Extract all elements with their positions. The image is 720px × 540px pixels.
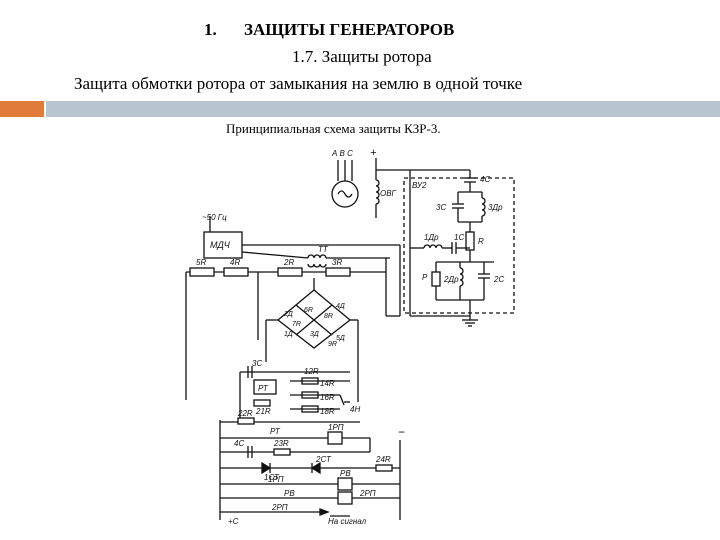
vu2-box (403, 177, 515, 314)
bridge-label-6r: 6R (304, 307, 313, 314)
r21-label: 21R (255, 407, 271, 416)
dr2-label: 2Др (443, 275, 459, 284)
dr1-label: 1Др (424, 233, 439, 242)
rp2-label: 2РП (359, 489, 376, 498)
heading-number: 1. (204, 20, 217, 39)
r23-label: 23R (273, 439, 289, 448)
r24-label: 24R (375, 455, 391, 464)
signal-label: На сигнал (328, 517, 367, 526)
rp1-label: 1РП (268, 475, 284, 484)
plus-top: + (370, 147, 377, 159)
figure-caption: Принципиальная схема защиты КЗР-3. (226, 121, 441, 136)
st1-label: 1СТ (264, 473, 280, 482)
r18-label: 18R (320, 407, 335, 416)
bridge-label-1d: 1Д (284, 331, 293, 338)
vu2-label: ВУ2 (412, 181, 427, 190)
bridge-label-8r: 8R (324, 313, 333, 320)
r22-label: 22R (237, 409, 253, 418)
tt-label: ТТ (318, 245, 329, 254)
rv2-label: РВ (340, 469, 351, 478)
schematic-svg: А В С + ОВГ ВУ2 4С 3С 3Др R 1Др 1С Р 2Др… (185, 147, 515, 526)
dr3-label: 3Др (488, 203, 503, 212)
r5-label: 5R (196, 258, 206, 267)
plus-c-label: +С (228, 517, 239, 526)
c1-label: 1С (454, 233, 464, 242)
bridge-label-9r: 9R (328, 341, 337, 348)
bridge-label-2d: 2Д (283, 311, 293, 318)
schematic-diagram: А В С + ОВГ ВУ2 4С 3С 3Др R 1Др 1С Р 2Др… (180, 140, 520, 535)
r16-label: 16R (320, 393, 335, 402)
accent-bar (0, 101, 44, 117)
c3-label: 3С (436, 203, 446, 212)
c3b-label: 3С (252, 359, 262, 368)
ovg-label: ОВГ (380, 189, 397, 198)
r-label: R (478, 237, 484, 246)
c4b-label: 4С (234, 439, 244, 448)
header-band (46, 101, 720, 117)
minus-label: − (398, 425, 405, 439)
bridge-label-5d: 5Д (336, 335, 345, 342)
r2-label: 2R (283, 258, 294, 267)
tt-transformer (307, 254, 327, 259)
bridge-label-7r: 7R (292, 321, 301, 328)
r14-label: 14R (320, 379, 335, 388)
heading-text: ЗАЩИТЫ ГЕНЕРАТОРОВ (244, 20, 455, 39)
h4-label: 4Н (350, 405, 360, 414)
phases-label: А В С (331, 149, 353, 158)
st2-label: 2СТ (315, 455, 332, 464)
rv-label: РВ (284, 489, 295, 498)
slide-heading: 1. ЗАЩИТЫ ГЕНЕРАТОРОВ (204, 20, 454, 40)
bridge-label-3d: 3Д (310, 331, 319, 338)
rt-label: РТ (258, 384, 269, 393)
bridge-label-4d: 4Д (336, 303, 345, 310)
slide-subheading: 1.7. Защиты ротора (292, 47, 432, 66)
diode-bridge (276, 289, 352, 349)
rp1-coil-label: 1РП (328, 423, 344, 432)
ovg-winding (375, 179, 380, 205)
mdch-label: МДЧ (210, 240, 231, 250)
slide-topic: Защита обмотки ротора от замыкания на зе… (74, 74, 523, 93)
c2-label: 2С (493, 275, 504, 284)
r4-label: 4R (230, 258, 240, 267)
p-label: Р (422, 273, 428, 282)
c4-label: 4С (480, 175, 490, 184)
freq-label: ~50 Гц (202, 213, 227, 222)
rp2b-label: 2РП (271, 503, 288, 512)
rt2-label: РТ (270, 427, 281, 436)
r12-label: 12R (304, 367, 319, 376)
r3-label: 3R (332, 258, 342, 267)
